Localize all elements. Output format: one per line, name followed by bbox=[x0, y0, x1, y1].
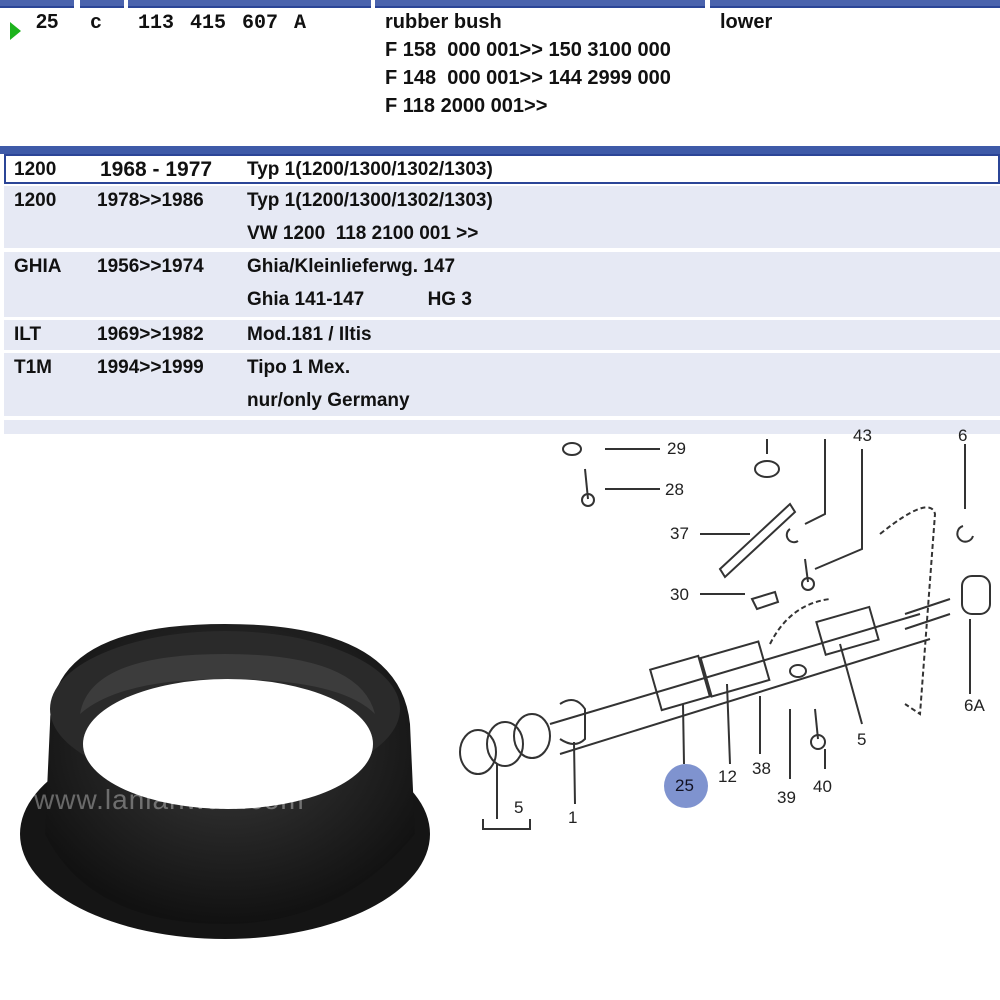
column-header[interactable] bbox=[80, 0, 124, 8]
model-code: 1200 bbox=[14, 190, 57, 211]
model-desc: Ghia/Kleinlieferwg. 147 bbox=[247, 256, 456, 277]
model-years: 1968 - 1977 bbox=[100, 158, 213, 181]
callout-label: 25 bbox=[675, 776, 694, 795]
model-desc: VW 1200 118 2100 001 >> bbox=[247, 223, 479, 244]
callout-label: 5 bbox=[514, 798, 524, 817]
model-code: 1200 bbox=[14, 159, 57, 180]
watermark: www.lanlanwan.com bbox=[34, 784, 305, 815]
divider bbox=[0, 146, 1000, 154]
callout-label: 28 bbox=[665, 480, 684, 499]
parts-diagram: 29 28 37 30 43 6 6A 5 12 38 39 40 1 5 25… bbox=[0, 426, 1000, 1000]
callout-label: 43 bbox=[853, 426, 872, 445]
callout-label: 12 bbox=[718, 767, 737, 786]
model-row-selected[interactable]: 1200 1968 - 1977 Typ 1(1200/1300/1302/13… bbox=[4, 154, 1000, 184]
model-row[interactable]: ILT 1969>>1982 Mod.181 / Iltis bbox=[4, 320, 1000, 350]
rubber-bush-drawing bbox=[648, 654, 712, 712]
model-years: 1956>>1974 bbox=[97, 256, 204, 277]
chassis-line: F 158 000 001>> 150 3100 000 bbox=[385, 39, 671, 61]
chassis-line: F 148 000 001>> 144 2999 000 bbox=[385, 67, 671, 89]
callout-label: 37 bbox=[670, 524, 689, 543]
model-row[interactable]: T1M 1994>>1999 Tipo 1 Mex. nur/only Germ… bbox=[4, 353, 1000, 416]
column-header[interactable] bbox=[128, 0, 371, 8]
callout-label: 6A bbox=[964, 696, 985, 715]
model-desc: Tipo 1 Mex. bbox=[247, 357, 351, 378]
callout-label: 6 bbox=[958, 426, 968, 445]
rubber-bush-photo bbox=[20, 624, 430, 939]
callout-label: 5 bbox=[857, 730, 867, 749]
callout-label: 29 bbox=[667, 439, 686, 458]
model-row[interactable]: GHIA 1956>>1974 Ghia/Kleinlieferwg. 147 … bbox=[4, 252, 1000, 317]
position-number: 25 bbox=[36, 11, 59, 33]
model-row-empty bbox=[4, 420, 1000, 434]
callout-label: 1 bbox=[568, 808, 578, 827]
part-row[interactable]: 25 c 113 415 607 A rubber bush F 158 000… bbox=[0, 8, 1000, 143]
model-code: GHIA bbox=[14, 256, 62, 277]
model-years: 1994>>1999 bbox=[97, 357, 204, 378]
chassis-line: F 118 2000 001>> bbox=[385, 95, 548, 117]
column-header-bar bbox=[0, 0, 1000, 8]
model-desc: Ghia 141-147 HG 3 bbox=[247, 289, 472, 310]
steering-shaft bbox=[549, 613, 931, 755]
current-row-arrow-icon bbox=[10, 22, 21, 40]
highlighted-callout[interactable]: 25 bbox=[664, 764, 708, 808]
part-note: lower bbox=[720, 11, 773, 33]
model-desc: Typ 1(1200/1300/1302/1303) bbox=[247, 159, 493, 180]
model-code: ILT bbox=[14, 324, 42, 345]
column-header[interactable] bbox=[375, 0, 705, 8]
part-description: rubber bush bbox=[385, 11, 502, 33]
variant: c bbox=[90, 12, 103, 35]
model-years: 1978>>1986 bbox=[97, 190, 204, 211]
callout-label: 38 bbox=[752, 759, 771, 778]
callout-label: 30 bbox=[670, 585, 689, 604]
model-desc: Typ 1(1200/1300/1302/1303) bbox=[247, 190, 493, 211]
column-header[interactable] bbox=[0, 0, 74, 8]
column-header[interactable] bbox=[710, 0, 1000, 8]
model-desc: nur/only Germany bbox=[247, 390, 410, 411]
part-number: 113 415 607 A bbox=[138, 12, 307, 35]
callout-label: 40 bbox=[813, 777, 832, 796]
model-row[interactable]: 1200 1978>>1986 Typ 1(1200/1300/1302/130… bbox=[4, 186, 1000, 248]
model-code: T1M bbox=[14, 357, 52, 378]
model-years: 1969>>1982 bbox=[97, 324, 204, 345]
model-desc: Mod.181 / Iltis bbox=[247, 324, 372, 345]
callout-label: 39 bbox=[777, 788, 796, 807]
